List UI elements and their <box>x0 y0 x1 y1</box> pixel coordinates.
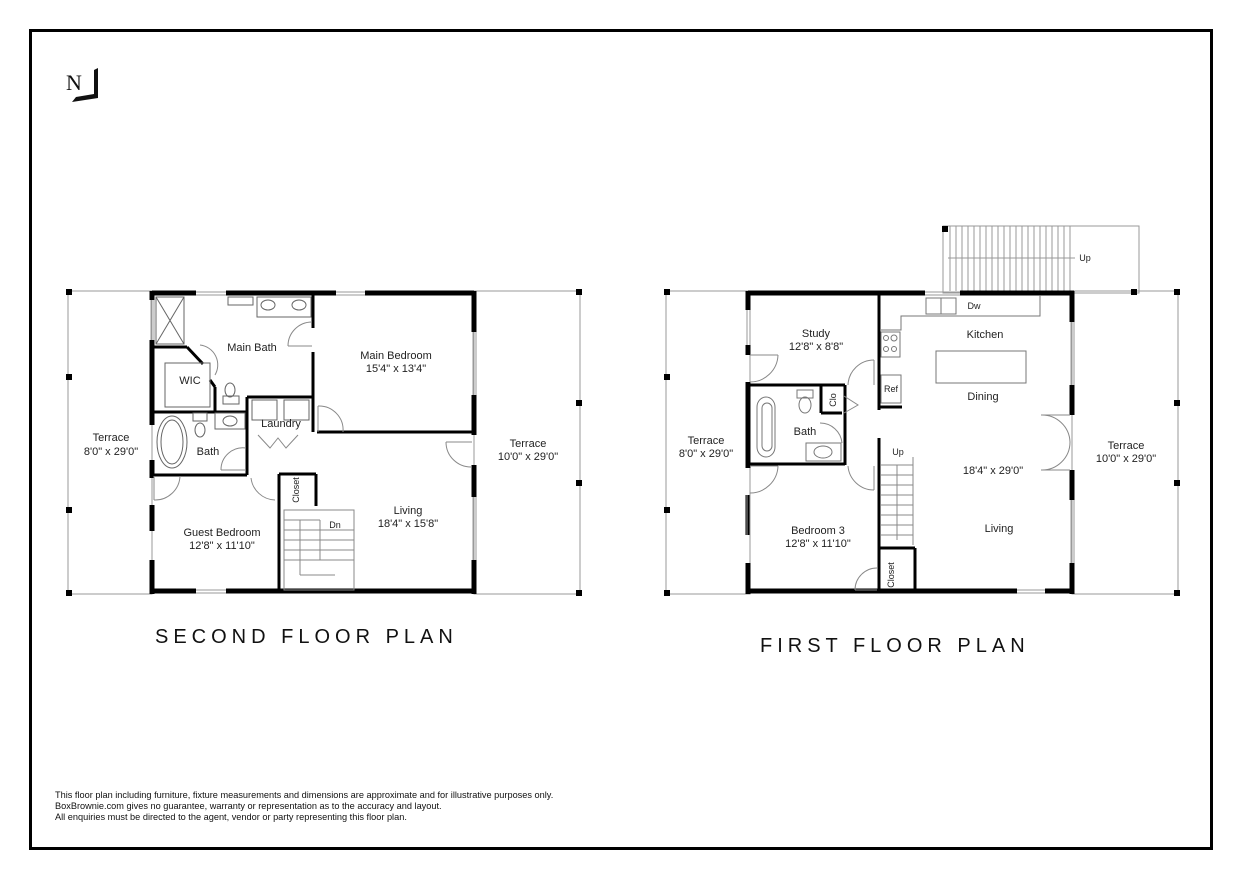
svg-text:18'4" x 29'0": 18'4" x 29'0" <box>963 465 1023 477</box>
svg-text:Study: Study <box>802 328 831 340</box>
disclaimer: This floor plan including furniture, fix… <box>55 790 553 823</box>
svg-text:Terrace: Terrace <box>93 432 130 444</box>
svg-text:Dw: Dw <box>968 301 981 311</box>
svg-text:Ref: Ref <box>884 384 899 394</box>
second-floor-plan: Terrace 8'0" x 29'0" Main Bath WIC Main … <box>66 289 582 596</box>
svg-text:8'0" x 29'0": 8'0" x 29'0" <box>84 446 138 458</box>
svg-text:Main Bedroom: Main Bedroom <box>360 350 432 362</box>
page-border <box>29 29 1213 850</box>
disclaimer-line: This floor plan including furniture, fix… <box>55 790 554 800</box>
disclaimer-line: All enquiries must be directed to the ag… <box>55 812 407 822</box>
svg-text:10'0" x 29'0": 10'0" x 29'0" <box>1096 453 1156 465</box>
svg-text:Terrace: Terrace <box>688 435 725 447</box>
svg-text:Bedroom 3: Bedroom 3 <box>791 525 845 537</box>
svg-text:Closet: Closet <box>291 477 301 503</box>
svg-text:Up: Up <box>1079 253 1091 263</box>
svg-text:8'0" x 29'0": 8'0" x 29'0" <box>679 448 733 460</box>
svg-text:Dn: Dn <box>329 520 341 530</box>
svg-text:Closet: Closet <box>886 562 896 588</box>
north-letter: N <box>66 70 82 95</box>
svg-text:WIC: WIC <box>179 375 200 387</box>
svg-text:Main Bath: Main Bath <box>227 342 277 354</box>
svg-text:Living: Living <box>394 505 423 517</box>
svg-text:12'8" x 11'10": 12'8" x 11'10" <box>785 538 851 550</box>
north-arrow-icon: N <box>64 66 104 106</box>
svg-text:Up: Up <box>892 447 904 457</box>
second-floor-title: SECOND FLOOR PLAN <box>155 626 458 648</box>
svg-text:Laundry: Laundry <box>261 418 301 430</box>
svg-text:Living: Living <box>985 523 1014 535</box>
svg-text:15'4" x 13'4": 15'4" x 13'4" <box>366 363 426 375</box>
svg-text:Terrace: Terrace <box>510 438 547 450</box>
svg-text:Bath: Bath <box>794 426 817 438</box>
disclaimer-line: BoxBrownie.com gives no guarantee, warra… <box>55 801 442 811</box>
svg-text:Terrace: Terrace <box>1108 440 1145 452</box>
svg-text:12'8" x 11'10": 12'8" x 11'10" <box>189 540 255 552</box>
first-floor-title: FIRST FLOOR PLAN <box>760 635 1030 657</box>
first-floor-plan: Terrace 8'0" x 29'0" Study 12'8" x 8'8" … <box>664 225 1180 596</box>
svg-text:Bath: Bath <box>197 446 220 458</box>
svg-text:Dining: Dining <box>967 391 998 403</box>
svg-text:12'8" x 8'8": 12'8" x 8'8" <box>789 341 843 353</box>
svg-text:Kitchen: Kitchen <box>967 329 1004 341</box>
svg-text:18'4" x 15'8": 18'4" x 15'8" <box>378 518 438 530</box>
svg-text:Clo: Clo <box>828 393 838 407</box>
svg-text:10'0" x 29'0": 10'0" x 29'0" <box>498 451 558 463</box>
svg-text:Guest Bedroom: Guest Bedroom <box>183 527 260 539</box>
